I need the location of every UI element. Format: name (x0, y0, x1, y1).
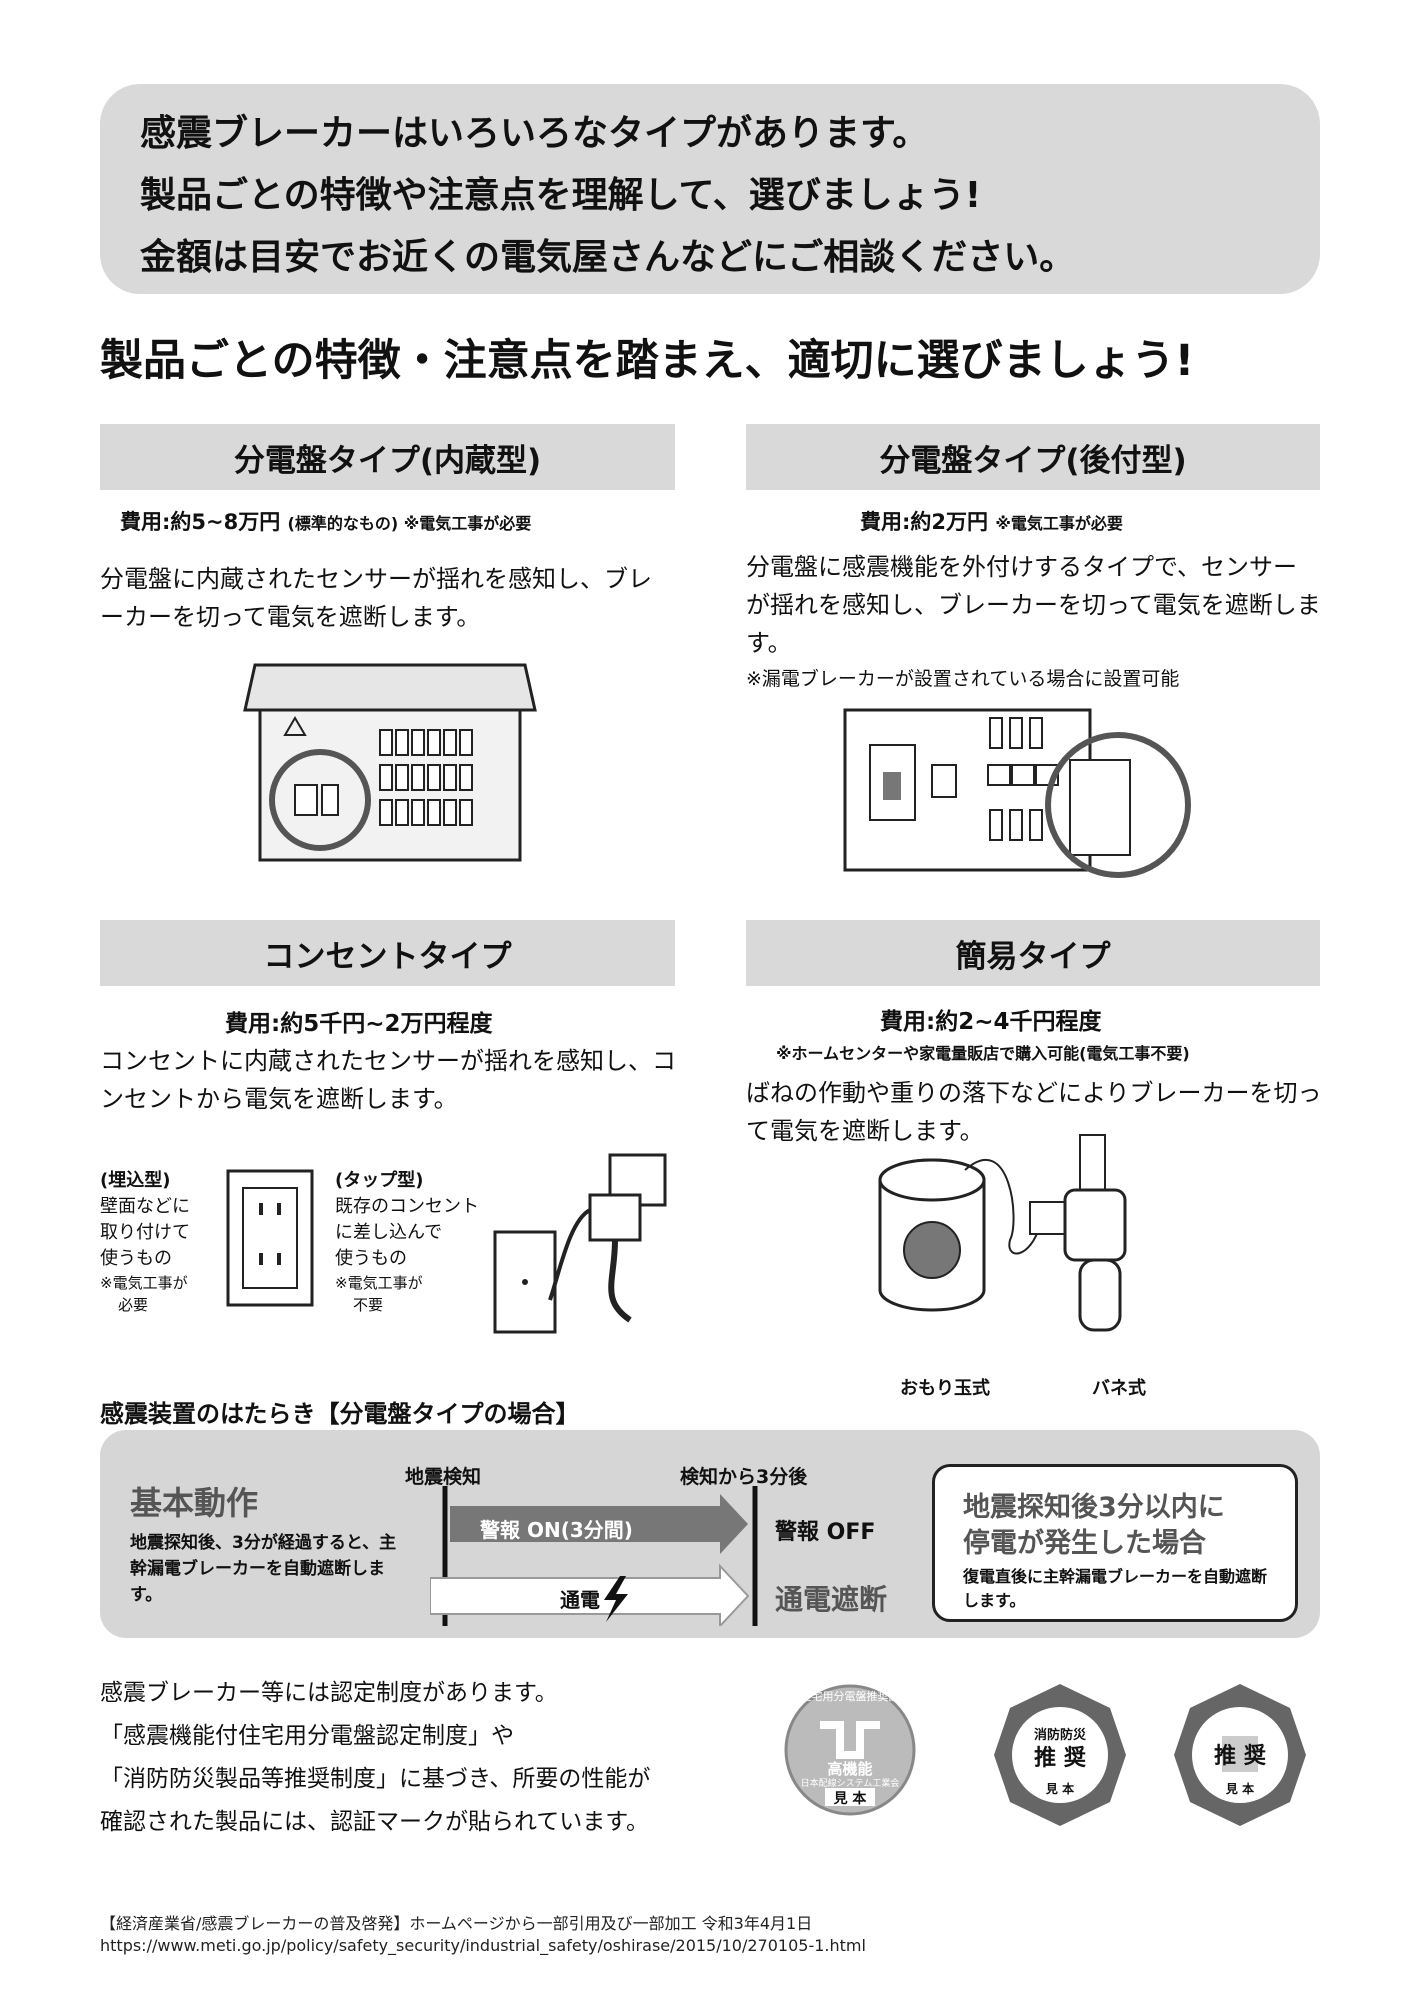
recommend-cert-mark: 推 奨 見 本 (1170, 1680, 1310, 1830)
cert-line: 確認された製品には、認証マークが貼られています。 (100, 1809, 650, 1835)
fire-safety-mark-shape (994, 1684, 1126, 1826)
tap-outlet-illustration (493, 1153, 667, 1334)
retrofit-board-illustration (843, 708, 1191, 878)
label-after-3min: 検知から3分後 (680, 1466, 808, 1488)
cert-line: 感震ブレーカー等には認定制度があります。 (100, 1680, 558, 1706)
card-cost-retrofit: 費用:約2万円 ※電気工事が必要 (860, 506, 1123, 536)
footer-url[interactable]: https://www.meti.go.jp/policy/safety_sec… (100, 1936, 866, 1955)
fire-safety-mark-top: 消防防災 (1033, 1728, 1086, 1743)
intro-line-3: 金額は目安でお近くの電気屋さんなどにご相談ください。 (140, 237, 1076, 278)
outlet-embedded-label: (埋込型) (100, 1170, 171, 1191)
basic-title: 基本動作 (130, 1484, 259, 1522)
hp-mark-org: 日本配線システム工業会 (800, 1779, 900, 1789)
recommend-mark-mid: 推 奨 (1214, 1744, 1266, 1769)
side-case-title-2: 停電が発生した場合 (963, 1528, 1206, 1559)
side-case-desc: 復電直後に主幹漏電ブレーカーを自動遮断します。 (963, 1567, 1268, 1610)
outlet-tap-label: (タップ型) (335, 1170, 424, 1191)
cost-note: ※電気工事が必要 (995, 514, 1123, 533)
card-cost-builtin: 費用:約5~8万円 (標準的なもの) ※電気工事が必要 (120, 506, 531, 536)
fire-safety-mark-sample: 見 本 (1045, 1782, 1075, 1796)
intro-box: 感震ブレーカーはいろいろなタイプがあります。 製品ごとの特徴や注意点を理解して、… (100, 84, 1320, 294)
cost-note: (標準的なもの) ※電気工事が必要 (287, 514, 532, 533)
card-desc-retrofit: 分電盤に感震機能を外付けするタイプで、センサーが揺れを感知し、ブレーカーを切って… (746, 553, 1321, 657)
cost-value: 費用:約5~8万円 (120, 510, 281, 534)
card-desc-outlet: コンセントに内蔵されたセンサーが揺れを感知し、コンセントから電気を遮断します。 (100, 1047, 676, 1113)
page-headline: 製品ごとの特徴・注意点を踏まえ、適切に選びましょう! (100, 336, 1195, 386)
outlet-embedded-line: 壁面などに (100, 1196, 190, 1217)
timeline-diagram (430, 1486, 758, 1626)
distribution-board-illustration (243, 663, 537, 862)
outlet-tap-line: 使うもの (335, 1248, 407, 1269)
card-title-retrofit: 分電盤タイプ(後付型) (746, 424, 1320, 490)
outlet-embedded-note: ※電気工事が (100, 1274, 188, 1292)
hp-mark-mid: 高機能 (827, 1760, 873, 1778)
simple-devices-illustration (878, 1134, 1127, 1332)
intro-line-2: 製品ごとの特徴や注意点を理解して、選びましょう! (140, 175, 982, 216)
hp-mark-top: 住宅用分電盤推奨品 (800, 1690, 900, 1703)
outlet-tap-desc: (タップ型) 既存のコンセント に差し込んで 使うもの ※電気工事が 不要 (335, 1168, 485, 1316)
cert-line: 「感震機能付住宅用分電盤認定制度」や (100, 1723, 514, 1749)
hp-mark-sample: 見 本 (833, 1791, 867, 1807)
outlet-tap-note: ※電気工事が (335, 1274, 423, 1292)
caption-spring: バネ式 (1092, 1378, 1146, 1399)
card-desc-builtin: 分電盤に内蔵されたセンサーが揺れを感知し、ブレーカーを切って電気を遮断します。 (100, 565, 652, 631)
footer-source: 【経済産業省/感震ブレーカーの普及啓発】ホームページから一部引用及び一部加工 令… (100, 1914, 813, 1933)
outlet-tap-line: に差し込んで (335, 1222, 443, 1243)
outlet-embedded-note: 必要 (118, 1296, 149, 1314)
cost-value: 費用:約2万円 (860, 510, 989, 534)
hp-mark-shape (784, 1684, 916, 1816)
side-case-title-1: 地震探知後3分以内に (963, 1492, 1225, 1523)
card-cost-simple: 費用:約2~4千円程度 (880, 1009, 1102, 1035)
card-title-outlet: コンセントタイプ (100, 920, 675, 986)
power-cutoff-label: 通電遮断 (775, 1583, 888, 1616)
intro-line-1: 感震ブレーカーはいろいろなタイプがあります。 (140, 113, 929, 154)
power-on-label: 通電 (560, 1588, 600, 1612)
caption-weight-ball: おもり玉式 (900, 1378, 990, 1399)
wall-outlet-illustration (226, 1169, 314, 1307)
outlet-embedded-line: 取り付けて (100, 1222, 190, 1243)
alarm-off-label: 警報 OFF (775, 1520, 876, 1545)
fire-safety-cert-mark: 消防防災 推 奨 見 本 (990, 1680, 1130, 1830)
card-note-retrofit: ※漏電ブレーカーが設置されている場合に設置可能 (746, 668, 1180, 690)
recommend-mark-shape (1174, 1684, 1306, 1826)
basic-desc: 地震探知後、3分が経過すると、主幹漏電ブレーカーを自動遮断します。 (130, 1533, 397, 1605)
outlet-embedded-desc: (埋込型) 壁面などに 取り付けて 使うもの ※電気工事が 必要 (100, 1168, 210, 1316)
recommend-mark-sample: 見 本 (1225, 1782, 1255, 1796)
cert-line: 「消防防災製品等推奨制度」に基づき、所要の性能が (100, 1766, 651, 1792)
fire-safety-mark-mid: 推 奨 (1034, 1746, 1086, 1771)
side-case-box: 地震探知後3分以内に 停電が発生した場合 復電直後に主幹漏電ブレーカーを自動遮断… (932, 1464, 1298, 1622)
card-title-builtin: 分電盤タイプ(内蔵型) (100, 424, 675, 490)
card-cost-outlet: 費用:約5千円~2万円程度 (225, 1011, 493, 1037)
alarm-on-label: 警報 ON(3分間) (480, 1518, 633, 1542)
card-cost-note-simple: ※ホームセンターや家電量販店で購入可能(電気工事不要) (776, 1044, 1190, 1063)
card-title-simple: 簡易タイプ (746, 920, 1320, 986)
card-desc-simple: ばねの作動や重りの落下などによりブレーカーを切って電気を遮断します。 (746, 1079, 1322, 1145)
outlet-tap-note: 不要 (353, 1296, 384, 1314)
outlet-tap-line: 既存のコンセント (335, 1196, 479, 1217)
outlet-embedded-line: 使うもの (100, 1248, 172, 1269)
mechanism-heading: 感震装置のはたらき【分電盤タイプの場合】 (100, 1400, 580, 1428)
label-detect: 地震検知 (405, 1466, 482, 1488)
cert-text: 感震ブレーカー等には認定制度があります。 「感震機能付住宅用分電盤認定制度」や … (100, 1672, 650, 1844)
hp-cert-mark: 住宅用分電盤推奨品 高機能 日本配線システム工業会 見 本 (780, 1670, 920, 1840)
